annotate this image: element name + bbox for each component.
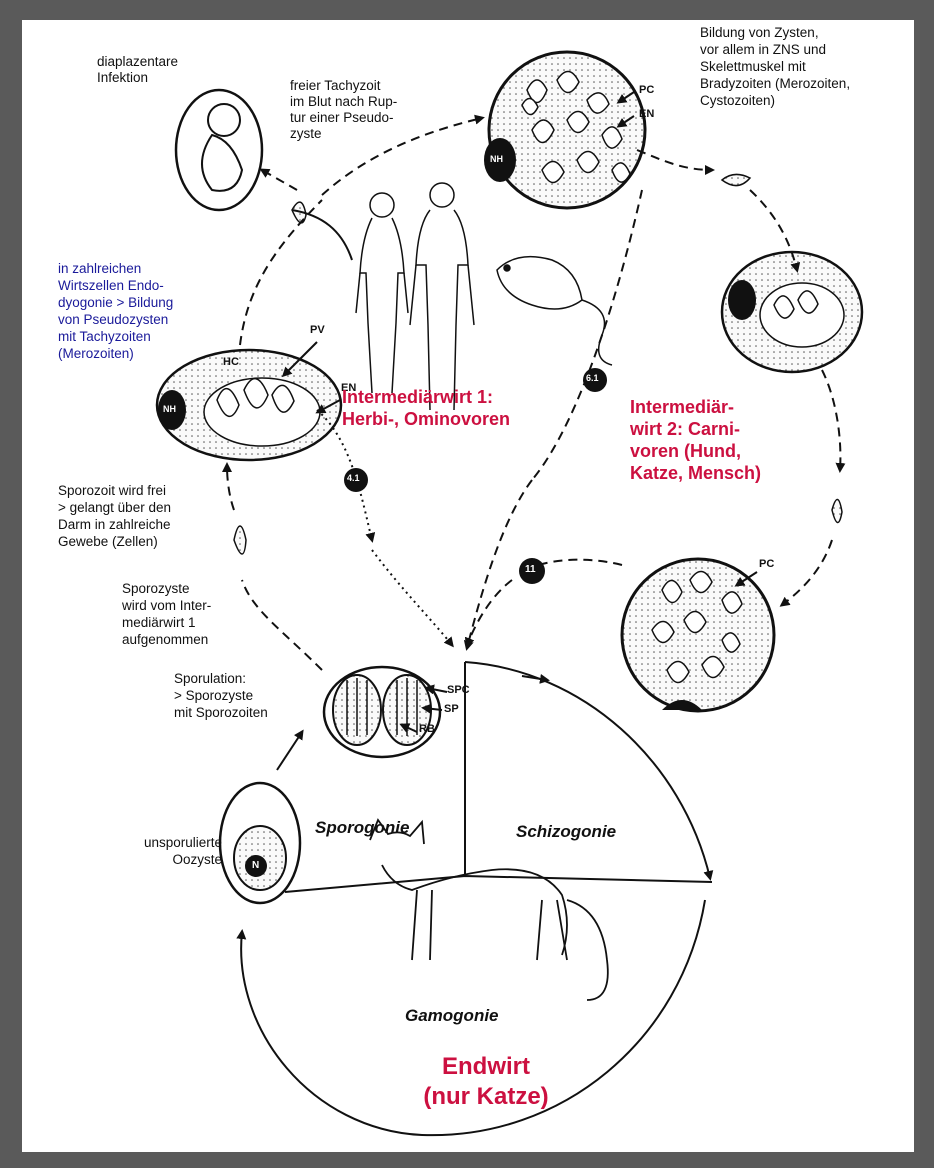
label-nh-top: NH: [490, 154, 503, 164]
text-line: in zahlreichen: [58, 260, 173, 277]
label-sporocyst-ingested: Sporozyste wird vom Inter- mediärwirt 1 …: [122, 580, 211, 648]
unsporulated-oocyst: [220, 783, 300, 903]
label-pc-right: PC: [759, 558, 774, 570]
text-line: wird vom Inter-: [122, 597, 211, 614]
label-sp: SP: [444, 703, 459, 715]
text-line: Gewebe (Zellen): [58, 533, 171, 550]
text-line: Endwirt: [406, 1052, 566, 1082]
pseudocyst-left: [157, 342, 341, 460]
label-pc-top: PC: [639, 84, 654, 96]
text-line: Wirtszellen Endo-: [58, 277, 173, 294]
marker-11: 11: [525, 564, 536, 575]
label-unsporulated-oocyst: unsporulierte Oozyste: [112, 834, 222, 868]
label-sporulation: Sporulation: > Sporozyste mit Sporozoite…: [174, 670, 268, 721]
text-line: mediärwirt 1: [122, 614, 211, 631]
text-line: Oozyste: [112, 851, 222, 868]
diagram-canvas: 4.1 6.1 11 PC EN NH PV HC EN NH PC SPC S…: [22, 20, 914, 1152]
text-line: voren (Hund,: [630, 440, 761, 462]
marker-6-1: 6.1: [586, 373, 599, 383]
label-free-tachyzoite: freier Tachyzoit im Blut nach Rup- tur e…: [290, 78, 397, 142]
text-line: mit Sporozoiten: [174, 704, 268, 721]
text-line: Bradyzoiten (Merozoiten,: [700, 75, 850, 92]
text-line: wirt 2: Carni-: [630, 418, 761, 440]
label-diaplacental-infection: diaplazentare Infektion: [97, 54, 178, 86]
text-line: tur einer Pseudo-: [290, 110, 397, 126]
label-intermediate-host-2: Intermediär- wirt 2: Carni- voren (Hund,…: [630, 396, 761, 484]
text-line: vor allem in ZNS und: [700, 41, 850, 58]
label-n: N: [252, 860, 259, 871]
text-line: Sporozoit wird frei: [58, 482, 171, 499]
label-intermediate-host-1: Intermediärwirt 1: Herbi-, Ominovoren: [342, 386, 510, 430]
text-line: unsporulierte: [112, 834, 222, 851]
label-en-top: EN: [639, 108, 654, 120]
text-line: (nur Katze): [406, 1082, 566, 1112]
text-line: (Merozoiten): [58, 345, 173, 362]
cat-illustration: [370, 820, 608, 1000]
marker-4-1: 4.1: [347, 473, 360, 483]
label-sporozoite-released: Sporozoit wird frei > gelangt über den D…: [58, 482, 171, 550]
text-line: > Sporozyste: [174, 687, 268, 704]
label-pv: PV: [310, 324, 325, 336]
text-line: im Blut nach Rup-: [290, 94, 397, 110]
text-line: mit Tachyzoiten: [58, 328, 173, 345]
label-endodyogony: in zahlreichen Wirtszellen Endo- dyogoni…: [58, 260, 173, 362]
free-parasites: [234, 174, 842, 554]
text-line: Bildung von Zysten,: [700, 24, 850, 41]
text-line: Infektion: [97, 70, 178, 86]
text-line: freier Tachyzoit: [290, 78, 397, 94]
label-gamogonie: Gamogonie: [405, 1006, 499, 1026]
label-sporogonie: Sporogonie: [315, 818, 409, 838]
label-definitive-host: Endwirt (nur Katze): [406, 1052, 566, 1112]
label-cyst-formation: Bildung von Zysten, vor allem in ZNS und…: [700, 24, 850, 109]
text-line: > gelangt über den: [58, 499, 171, 516]
text-line: Intermediär-: [630, 396, 761, 418]
text-line: Sporulation:: [174, 670, 268, 687]
label-nh-left: NH: [163, 404, 176, 414]
cyst-right-lower: [622, 559, 774, 711]
text-line: Skelettmuskel mit: [700, 58, 850, 75]
human-figures: [356, 183, 474, 410]
text-line: Herbi-, Ominovoren: [342, 408, 510, 430]
text-line: Darm in zahlreiche: [58, 516, 171, 533]
label-hc: HC: [223, 356, 239, 368]
text-line: zyste: [290, 126, 397, 142]
text-line: Intermediärwirt 1:: [342, 386, 510, 408]
text-line: dyogonie > Bildung: [58, 294, 173, 311]
fetus-illustration: [176, 90, 262, 210]
tissue-cyst-top: [484, 52, 645, 208]
label-rb: RB: [419, 723, 435, 735]
mouse-illustration: [497, 257, 612, 365]
label-schizogonie: Schizogonie: [516, 822, 616, 842]
text-line: Katze, Mensch): [630, 462, 761, 484]
text-line: von Pseudozysten: [58, 311, 173, 328]
cyst-right-upper: [722, 252, 862, 372]
sporulated-oocyst: [324, 667, 447, 757]
text-line: diaplazentare: [97, 54, 178, 70]
label-spc: SPC: [447, 684, 470, 696]
text-line: Sporozyste: [122, 580, 211, 597]
text-line: Cystozoiten): [700, 92, 850, 109]
text-line: aufgenommen: [122, 631, 211, 648]
